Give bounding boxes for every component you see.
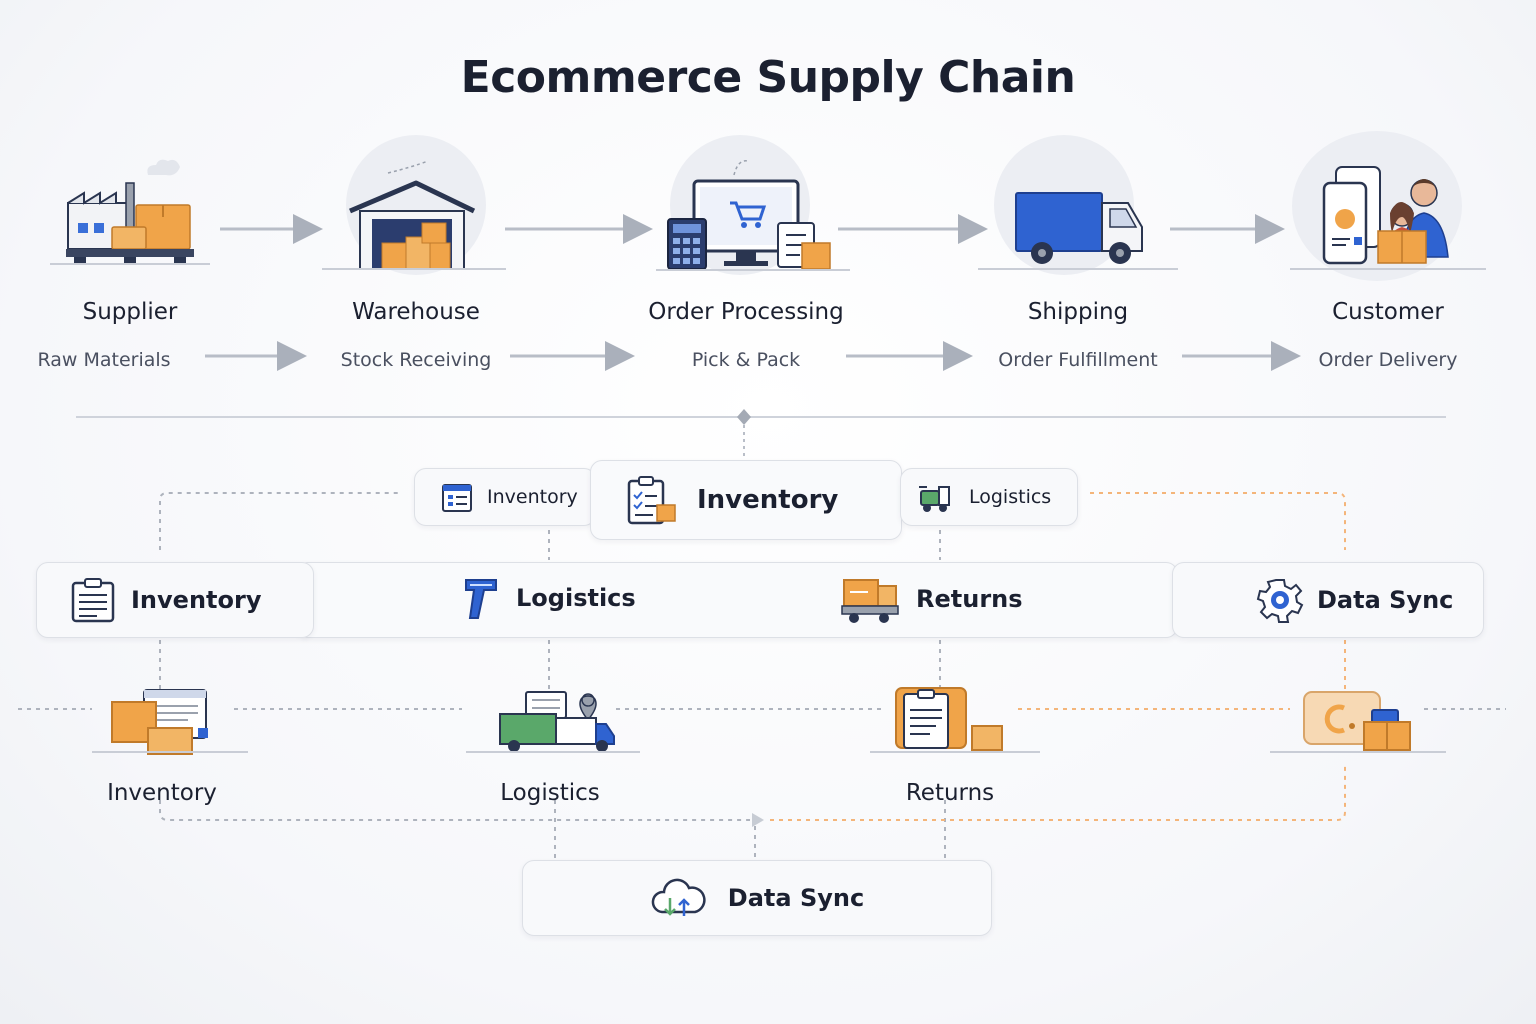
- stage-name: Order Processing: [648, 299, 844, 325]
- bottom-label: Returns: [905, 780, 995, 806]
- return-truck-icon: [841, 579, 899, 623]
- row-card-data-sync[interactable]: Data Sync: [1172, 562, 1484, 638]
- scanner-icon: [465, 579, 497, 619]
- data-sync-boxes-icon: [1270, 691, 1446, 753]
- row-card-inventory[interactable]: Inventory: [36, 562, 314, 638]
- clipboard-icon: [71, 578, 115, 623]
- stage-sub: Pick & Pack: [691, 349, 801, 371]
- stage-sub: Order Fulfillment: [998, 349, 1158, 371]
- stage-shipping: Shipping Order Fulfillment: [968, 135, 1188, 371]
- stage-name: Customer: [1332, 299, 1444, 325]
- data-sync-label: Data Sync: [727, 884, 865, 912]
- stage-customer: Customer Order Delivery: [1278, 131, 1498, 371]
- stage-name: Warehouse: [352, 299, 480, 325]
- bottom-item-inventory[interactable]: Inventory: [52, 682, 272, 806]
- row-item-logistics[interactable]: Logistics: [462, 574, 636, 622]
- stage-order-processing: Order Processing Pick & Pack: [636, 135, 856, 371]
- pill-inventory-small[interactable]: Inventory: [414, 468, 596, 526]
- bottom-label: Inventory: [107, 780, 217, 806]
- forklift-icon: [919, 486, 950, 512]
- cloud-sync-icon: [651, 878, 706, 916]
- inventory-list-icon: [442, 484, 472, 512]
- pill-label: Inventory: [697, 485, 839, 515]
- bottom-label: Logistics: [500, 780, 600, 806]
- factory-icon: [50, 159, 210, 265]
- divider-diamond: [737, 409, 751, 425]
- customer-icon: [1290, 166, 1486, 270]
- stage-sub: Order Delivery: [1318, 349, 1458, 371]
- row-label: Data Sync: [1317, 586, 1454, 614]
- pill-label: Inventory: [487, 486, 578, 508]
- stage-name: Supplier: [82, 299, 178, 325]
- returns-doc-icon: [870, 687, 1040, 753]
- inventory-clipboard-icon: [627, 476, 676, 525]
- page-title: Ecommerce Supply Chain: [460, 52, 1076, 103]
- gear-sync-icon: [1256, 579, 1304, 623]
- stage-supplier: Supplier Raw Materials: [20, 135, 240, 371]
- row-label: Returns: [916, 585, 1023, 613]
- row-label: Inventory: [131, 586, 262, 614]
- bottom-item-logistics[interactable]: Logistics: [440, 682, 660, 806]
- row-item-returns[interactable]: Returns: [838, 574, 1023, 624]
- stage-name: Shipping: [1027, 299, 1129, 325]
- stage-sub: Raw Materials: [37, 349, 171, 371]
- bottom-item-data-sync[interactable]: [1240, 682, 1460, 780]
- middle-strip: [296, 562, 1178, 638]
- truck-icon: [978, 192, 1178, 270]
- delivery-truck-icon: [466, 691, 640, 753]
- data-sync-card[interactable]: Data Sync: [522, 860, 992, 936]
- warehouse-icon: [322, 160, 506, 270]
- computer-cart-icon: [656, 160, 850, 271]
- row-label: Logistics: [516, 584, 636, 612]
- pill-logistics-small[interactable]: Logistics: [900, 468, 1078, 526]
- stage-sub: Stock Receiving: [340, 349, 492, 371]
- bottom-item-returns[interactable]: Returns: [840, 682, 1060, 806]
- boxes-icon: [92, 689, 248, 755]
- stage-warehouse: Warehouse Stock Receiving: [306, 135, 526, 371]
- pill-label: Logistics: [969, 486, 1052, 508]
- pill-inventory-main[interactable]: Inventory: [590, 460, 902, 540]
